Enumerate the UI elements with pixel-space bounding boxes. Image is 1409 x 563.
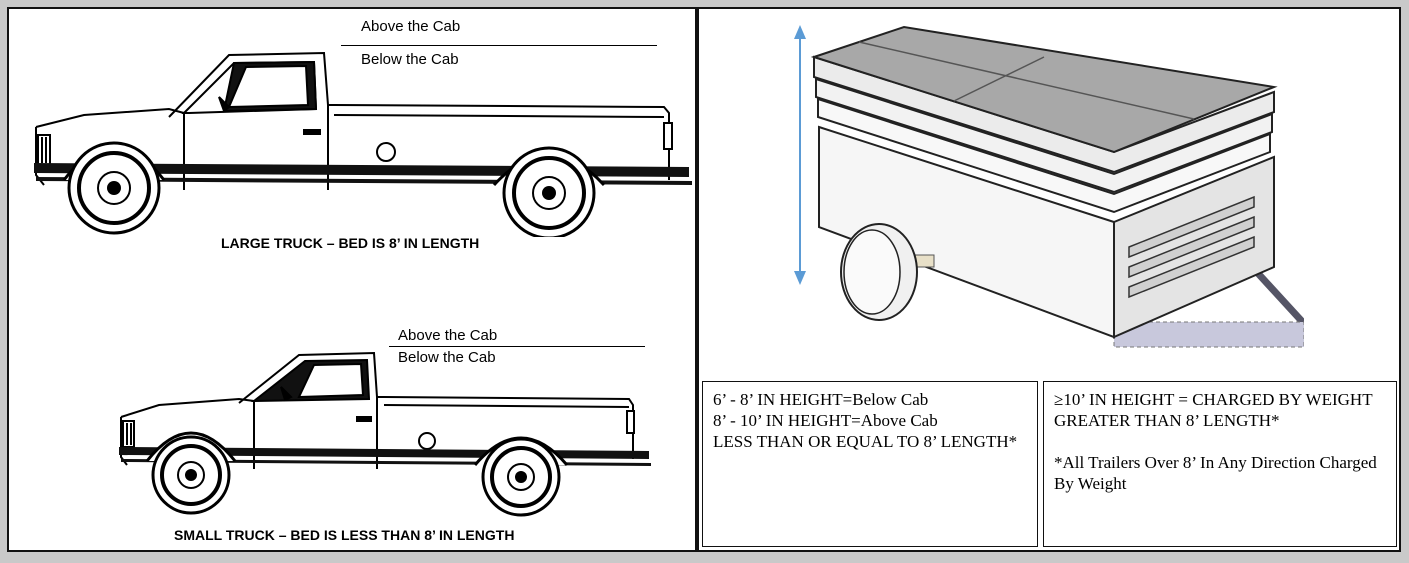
rule-weight-height: ≥10’ IN HEIGHT = CHARGED BY WEIGHT — [1054, 390, 1373, 409]
trailer-panel: 6’ - 8’ IN HEIGHT=Below Cab 8’ - 10’ IN … — [697, 7, 1401, 552]
small-truck-below-cab-label: Below the Cab — [398, 349, 496, 366]
truck-panel: Above the Cab Below the Cab — [7, 7, 697, 552]
height-arrow — [794, 25, 806, 285]
small-truck-above-cab-label: Above the Cab — [398, 327, 498, 344]
large-truck-caption: LARGE TRUCK – BED IS 8’ IN LENGTH — [221, 235, 480, 251]
large-truck-below-cab-label: Below the Cab — [361, 51, 459, 68]
rule-weight-length: GREATER THAN 8’ LENGTH* — [1054, 411, 1280, 430]
small-truck-caption: SMALL TRUCK – BED IS LESS THAN 8’ IN LEN… — [174, 527, 515, 543]
rule-above-cab-height: 8’ - 10’ IN HEIGHT=Above Cab — [713, 411, 938, 430]
large-truck-cab-line — [341, 45, 657, 46]
trailer-illustration — [794, 25, 1304, 348]
size-rule-box-weight: ≥10’ IN HEIGHT = CHARGED BY WEIGHT GREAT… — [1043, 381, 1397, 547]
small-truck-cab-line — [389, 346, 645, 347]
rule-below-cab-height: 6’ - 8’ IN HEIGHT=Below Cab — [713, 390, 929, 409]
size-rule-box-below-above-cab: 6’ - 8’ IN HEIGHT=Below Cab 8’ - 10’ IN … — [702, 381, 1038, 547]
large-truck-illustration — [34, 51, 692, 237]
large-truck-above-cab-label: Above the Cab — [361, 18, 461, 35]
small-truck-illustration — [119, 351, 651, 517]
rule-length-limit: LESS THAN OR EQUAL TO 8’ LENGTH* — [713, 432, 1018, 451]
rule-footnote: *All Trailers Over 8’ In Any Direction C… — [1054, 453, 1382, 493]
